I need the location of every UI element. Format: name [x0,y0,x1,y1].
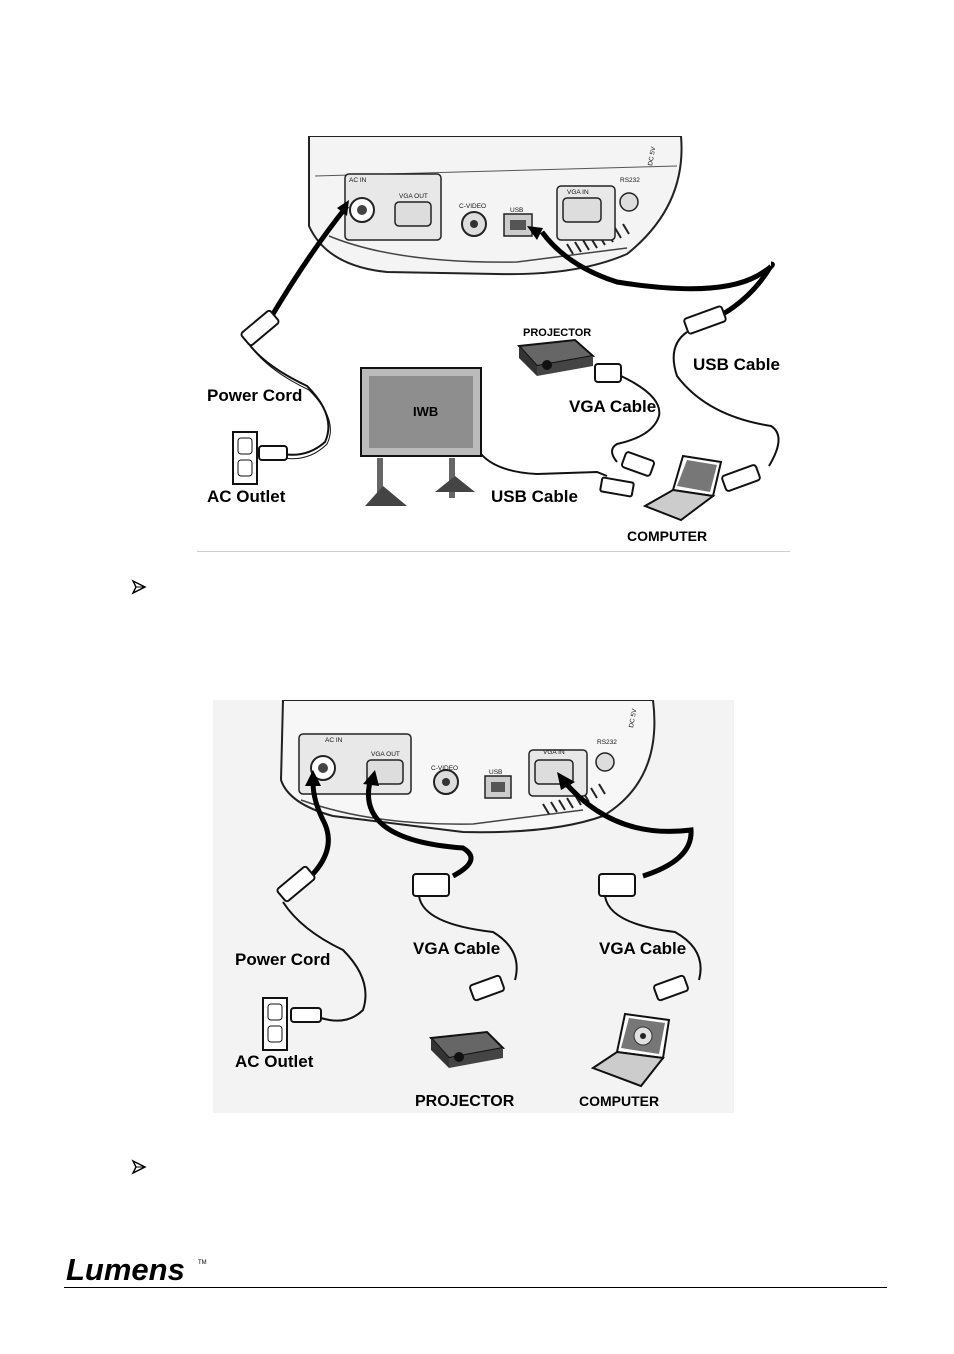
vga-plug-projector [594,363,622,383]
label-ac-outlet: AC Outlet [235,1052,314,1071]
usb-plug-device [683,305,727,335]
port-label-dc5v: DC 5V [647,146,657,167]
connection-diagram-vga: AC IN VGA OUT C-VIDEO USB VGA IN RS232 D… [213,700,734,1113]
port-label-ac-in: AC IN [349,177,367,184]
port-label-vga-out: VGA OUT [399,193,428,200]
port-label-usb: USB [510,207,523,214]
vga-plug-left-bottom [469,974,505,1002]
power-plug [276,865,316,903]
port-label-dc5v: DC 5V [628,708,638,729]
vga-plug-left-top [412,873,450,897]
arrowhead-bullet-icon [131,1159,147,1175]
vga-plug-right-top [598,873,636,897]
label-computer: COMPUTER [627,528,707,544]
usb-plug-iwb [599,476,635,498]
computer-laptop [642,454,723,522]
label-projector: PROJECTOR [523,327,591,339]
port-label-vga-in: VGA IN [567,189,589,196]
logo-text: Lumens [66,1252,185,1287]
usb-plug-computer [721,464,761,492]
lumens-logo: Lumens TM [66,1252,207,1287]
label-usb-cable-right: USB Cable [693,355,780,374]
projector-device [428,1030,506,1068]
label-ac-outlet: AC Outlet [207,487,286,506]
port-label-c-video: C-VIDEO [431,765,458,772]
vga-plug-computer [621,451,655,477]
power-cord-cable [264,204,349,326]
label-usb-cable-bottom: USB Cable [491,487,578,506]
label-power-cord: Power Cord [235,950,330,969]
label-vga-cable-right: VGA Cable [599,939,686,958]
computer-laptop [590,1012,671,1088]
connection-diagram-iwb: AC IN VGA OUT C-VIDEO USB VGA IN RS232 D… [197,136,790,552]
label-power-cord: Power Cord [207,386,302,405]
footer-rule [64,1287,887,1288]
port-label-usb: USB [489,769,502,776]
port-label-vga-in: VGA IN [543,749,565,756]
label-projector: PROJECTOR [415,1093,515,1110]
port-label-rs232: RS232 [597,739,617,746]
vga-plug-right-bottom [653,974,689,1002]
iwb-board [360,367,482,506]
label-vga-cable-left: VGA Cable [413,939,500,958]
port-label-rs232: RS232 [620,177,640,184]
label-iwb: IWB [413,404,438,419]
port-label-ac-in: AC IN [325,737,343,744]
port-label-c-video: C-VIDEO [459,203,486,210]
arrowhead-bullet-icon [131,579,147,595]
port-label-vga-out: VGA OUT [371,751,400,758]
label-computer: COMPUTER [579,1093,659,1109]
label-vga-cable: VGA Cable [569,397,656,416]
projector-device [516,338,596,376]
logo-trademark: TM [198,1260,207,1266]
power-plug [240,309,280,347]
